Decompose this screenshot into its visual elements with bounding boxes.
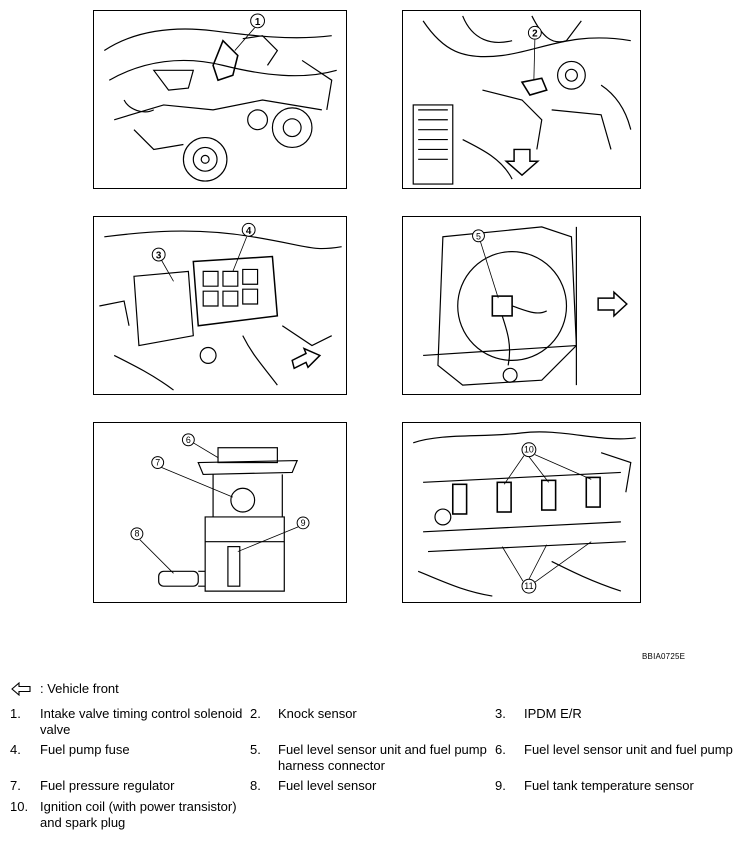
engine-illustration-2: 2 — [412, 15, 632, 185]
diagram-panel-3: 3 4 — [93, 216, 347, 395]
legend-num-2: 2. — [250, 706, 261, 721]
vehicle-front-note: : Vehicle front — [10, 681, 119, 696]
callout-3: 3 — [156, 251, 162, 262]
legend-num-3: 3. — [495, 706, 506, 721]
fuel-pump-unit-illustration: 6 7 8 9 — [130, 433, 310, 592]
callout-2: 2 — [532, 29, 538, 40]
vehicle-front-arrow-icon-3 — [291, 347, 322, 370]
legend-text-1: Intake valve timing control solenoid val… — [40, 706, 243, 737]
callout-8: 8 — [134, 529, 139, 539]
legend-text-3: IPDM E/R — [524, 706, 582, 721]
callout-5: 5 — [476, 232, 481, 242]
legend-num-7: 7. — [10, 778, 21, 793]
callout-6: 6 — [186, 435, 191, 445]
callout-7: 7 — [155, 458, 160, 468]
callout-10: 10 — [524, 445, 534, 455]
legend-num-9: 9. — [495, 778, 506, 793]
legend-text-7: Fuel pressure regulator — [40, 778, 175, 793]
figure-code: BBIA0725E — [642, 652, 686, 661]
vehicle-front-arrow-icon — [504, 148, 540, 177]
legend-num-4: 4. — [10, 742, 21, 757]
diagram-panel-4: 5 — [402, 216, 641, 395]
callout-1: 1 — [255, 17, 261, 28]
legend-num-5: 5. — [250, 742, 261, 757]
callout-11: 11 — [524, 581, 533, 591]
diagram-panel-5: 6 7 8 9 — [93, 422, 347, 603]
legend-text-5: Fuel level sensor unit and fuel pump har… — [278, 742, 487, 773]
legend-text-4: Fuel pump fuse — [40, 742, 130, 757]
callout-9: 9 — [301, 518, 306, 528]
legend-num-8: 8. — [250, 778, 261, 793]
diagram-panel-1: 1 — [93, 10, 347, 189]
diagram-panel-2: 2 — [402, 10, 641, 189]
fuse-box-illustration: 3 4 — [99, 222, 342, 391]
legend-num-10: 10. — [10, 799, 29, 814]
vehicle-front-arrow-icon-4 — [597, 290, 628, 318]
engine-illustration-1: 1 — [103, 13, 337, 182]
vehicle-front-label: : Vehicle front — [40, 681, 119, 696]
legend-num-1: 1. — [10, 706, 21, 721]
left-arrow-icon — [11, 681, 31, 696]
callout-4: 4 — [246, 226, 252, 237]
legend-text-8: Fuel level sensor — [278, 778, 377, 793]
legend-text-9: Fuel tank temperature sensor — [524, 778, 694, 793]
ignition-coil-illustration: 10 11 — [413, 431, 636, 597]
fuel-pump-connector-illustration: 5 — [423, 226, 628, 386]
legend-text-10: Ignition coil (with power transistor) an… — [40, 799, 237, 830]
diagram-panel-6: 10 11 — [402, 422, 641, 603]
legend-num-6: 6. — [495, 742, 506, 757]
legend-text-6: Fuel level sensor unit and fuel pump — [524, 742, 733, 757]
legend-text-2: Knock sensor — [278, 706, 357, 721]
